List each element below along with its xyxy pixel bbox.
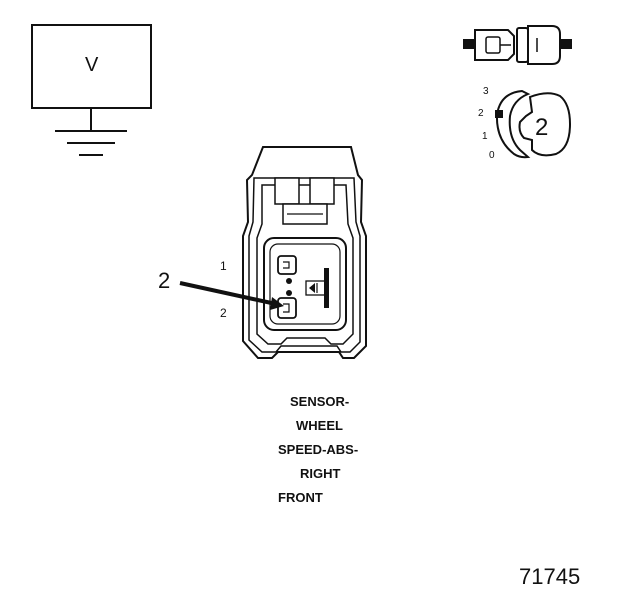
voltmeter-symbol (31, 24, 152, 156)
terminal-2 (277, 297, 297, 319)
connector-face-view (242, 146, 367, 359)
callout-number: 2 (158, 268, 171, 293)
caption-line-4: RIGHT (300, 466, 341, 481)
key-position-3: 3 (483, 86, 489, 97)
key-position-0: 0 (489, 150, 495, 161)
caption-line-1: SENSOR- (290, 394, 350, 409)
caption-line-2: WHEEL (296, 418, 343, 433)
voltmeter-label: V (85, 54, 99, 76)
connector-side-view-icon (463, 25, 572, 65)
pin-label-2: 2 (220, 306, 227, 320)
caption-line-5: FRONT (278, 490, 323, 505)
terminal-cavity-frame (263, 237, 347, 331)
connector-caption: SENSOR- WHEEL SPEED-ABS- RIGHT FRONT (272, 390, 392, 510)
pin-label-1: 1 (220, 259, 227, 273)
key-position-2: 2 (478, 108, 484, 119)
connector-lock-key-icon (495, 89, 572, 159)
figure-number: 71745 (519, 564, 581, 589)
callout-arrow (179, 281, 284, 310)
terminal-1 (277, 255, 297, 275)
key-selected-position: 2 (535, 114, 549, 141)
key-position-1: 1 (482, 131, 488, 142)
caption-line-3: SPEED-ABS- (278, 442, 359, 457)
